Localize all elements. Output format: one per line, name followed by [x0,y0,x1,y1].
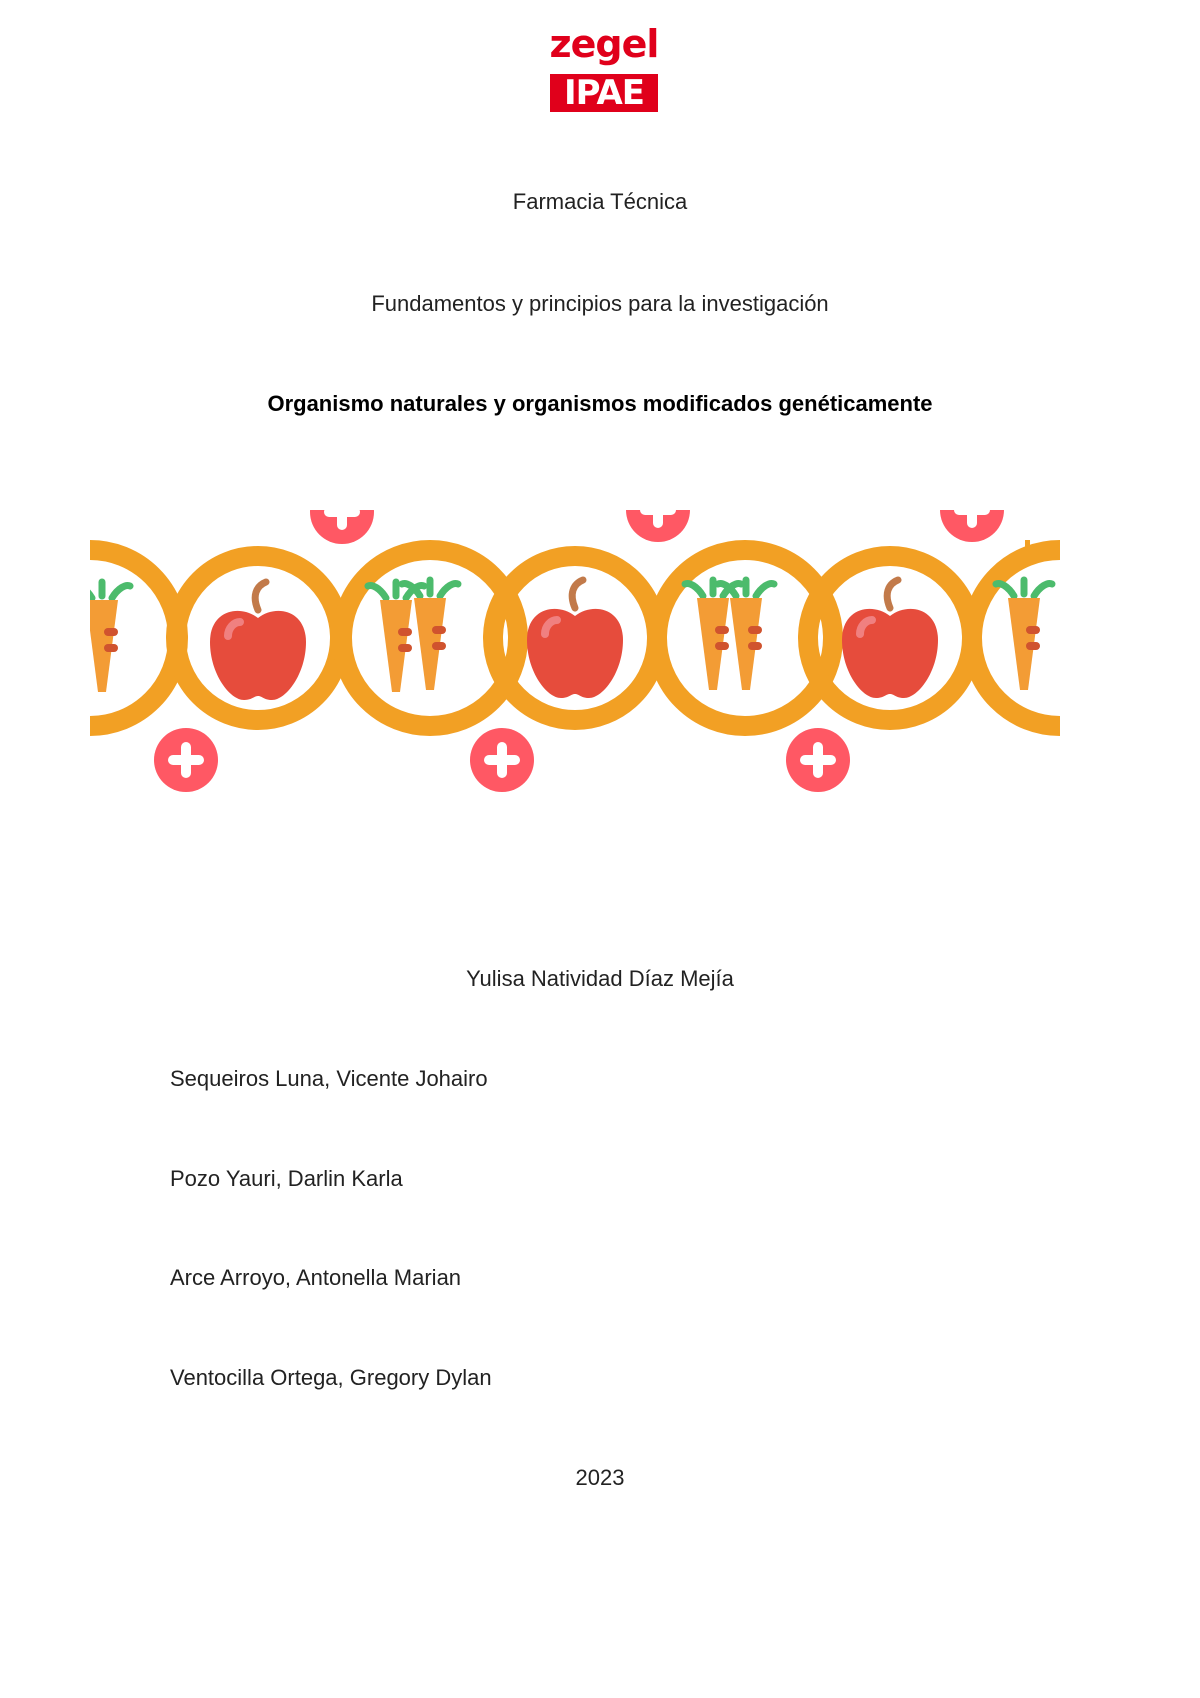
plus-badge-icon [940,510,1004,542]
author-name: Arce Arroyo, Antonella Marian [170,1265,462,1290]
plus-badge-icon [154,728,218,792]
apple-carrot-chain-illustration [90,510,1061,792]
author-name: Ventocilla Ortega, Gregory Dylan [170,1365,492,1390]
apple-icon [527,580,623,698]
course-name: Fundamentos y principios para la investi… [371,291,829,316]
year: 2023 [575,1465,625,1490]
logo-wordmark-bottom: IPAE [550,74,658,112]
zegel-ipae-logo: zegel IPAE [548,22,660,112]
plus-badge-icon [626,510,690,542]
teacher-name: Yulisa Natividad Díaz Mejía [466,966,734,991]
carrot-icon [996,580,1052,690]
plus-badge-icon [310,510,374,544]
logo-wordmark-top: zegel [549,22,660,66]
plus-badge-icon [470,728,534,792]
author-name: Pozo Yauri, Darlin Karla [170,1166,403,1191]
apple-icon [210,582,306,700]
plus-badge-icon [786,728,850,792]
apple-icon [842,580,938,698]
career-name: Farmacia Técnica [512,189,688,214]
document-title: Organismo naturales y organismos modific… [267,391,933,416]
author-name: Sequeiros Luna, Vicente Johairo [170,1066,488,1091]
carrot-icon [90,582,130,692]
